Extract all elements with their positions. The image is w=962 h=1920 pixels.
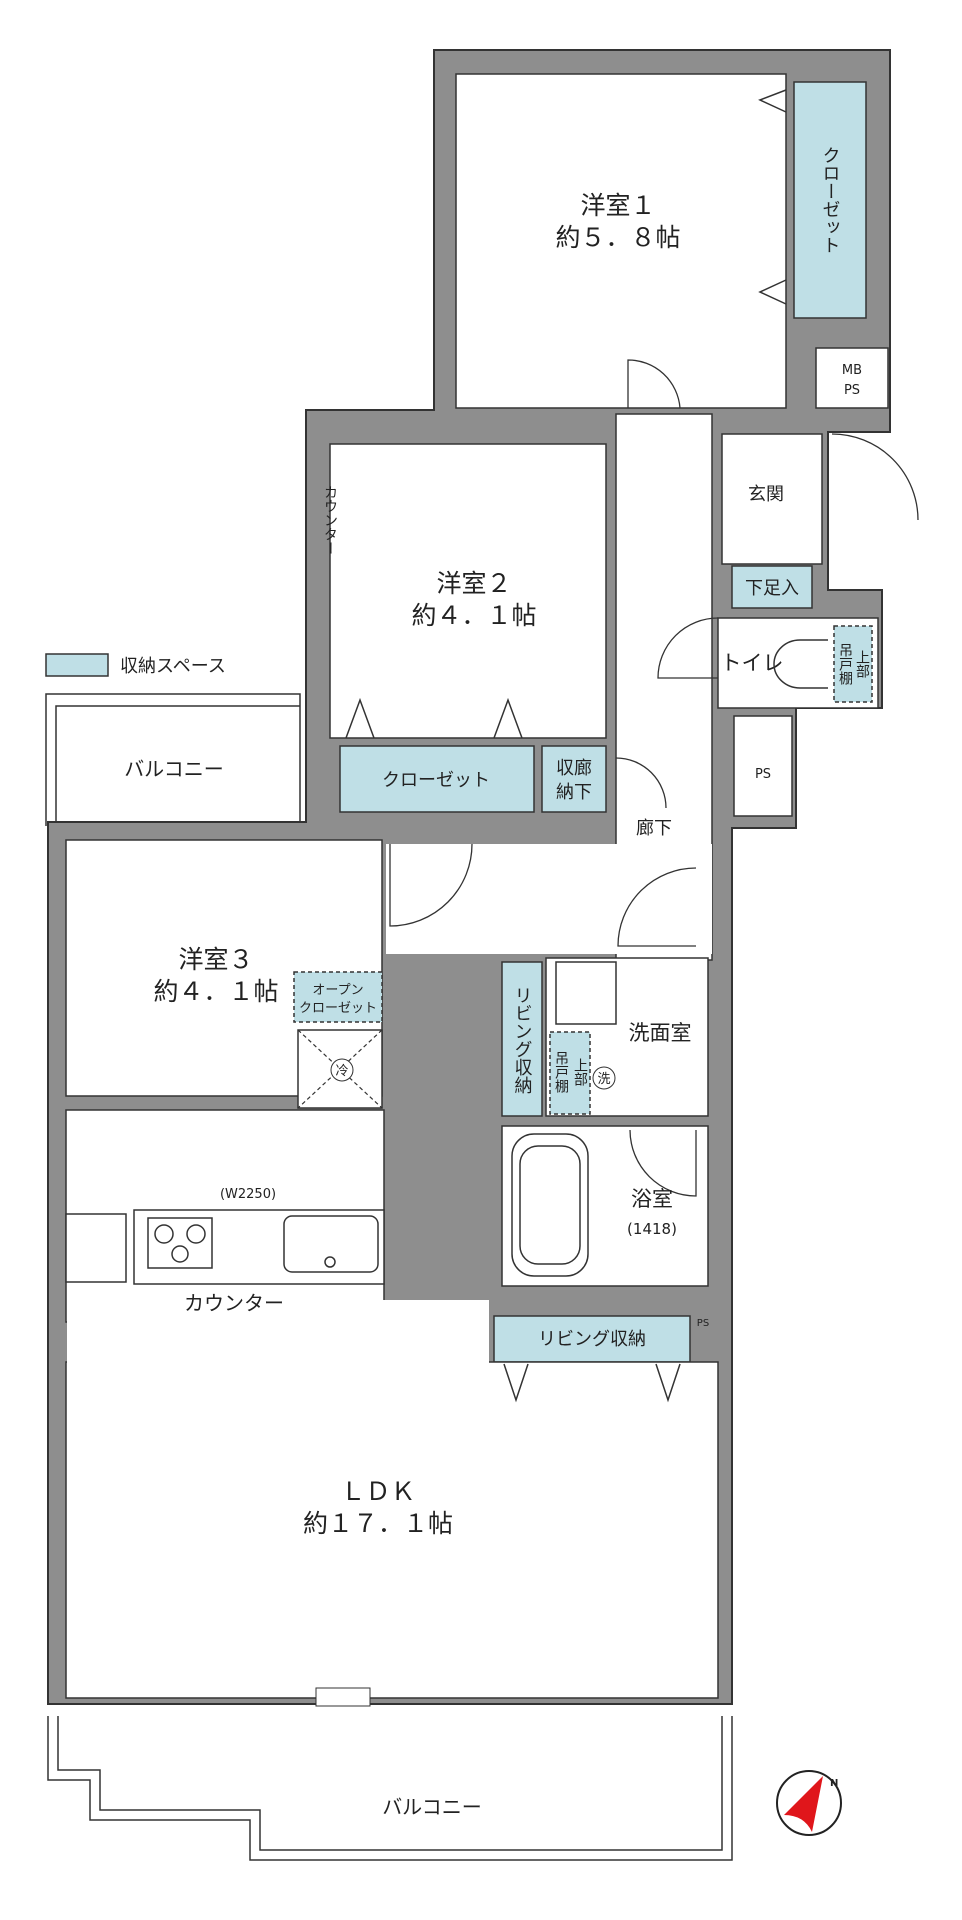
door-bath[interactable] — [629, 1129, 697, 1197]
shoe-storage-label: 下足入 — [745, 578, 799, 599]
door-room1[interactable] — [627, 359, 681, 409]
hallway-label: 廊下 — [636, 818, 672, 839]
door-hall-storage[interactable] — [615, 757, 667, 809]
ps-small-label: PS — [697, 1318, 709, 1329]
kitchen-width: (W2250) — [220, 1187, 276, 1202]
ldk-upper — [67, 1300, 489, 1364]
door-room3[interactable] — [389, 843, 473, 927]
balcony-lower: バルコニー — [47, 1716, 733, 1861]
room1-name: 洋室１ — [580, 191, 655, 220]
room3-name: 洋室３ — [178, 945, 253, 974]
room1-size: 約５．８帖 — [555, 223, 680, 252]
washroom-shelf-label: 吊戸棚 — [553, 1051, 569, 1093]
living-storage-horizontal-label: リビング収納 — [538, 1329, 646, 1350]
mbps-label-2: PS — [844, 383, 860, 398]
balcony-upper-label: バルコニー — [124, 757, 224, 781]
washroom-shelf — [549, 1031, 591, 1115]
bath-size: (1418) — [627, 1220, 677, 1238]
bathtub-icon — [511, 1133, 589, 1277]
washroom-label: 洗面室 — [629, 1021, 692, 1045]
closet-doors-room2 — [345, 697, 523, 739]
open-closet — [293, 971, 383, 1023]
washer-icon — [592, 1066, 616, 1090]
room-western-1 — [455, 73, 787, 409]
toilet-upper-label: 上部 — [854, 650, 870, 678]
ldk-name: ＬＤＫ — [340, 1477, 415, 1506]
bathtub-inner — [519, 1145, 581, 1265]
balcony-upper: バルコニー — [45, 693, 301, 826]
room2-counter-label: カウンター — [322, 485, 338, 555]
fridge-label: 冷 — [335, 1064, 348, 1079]
bath-label: 浴室 — [631, 1187, 673, 1211]
ldk-size: 約１７．１帖 — [303, 1509, 453, 1538]
kitchen-cabinet — [65, 1213, 127, 1283]
entrance — [721, 433, 823, 565]
balcony-lower-label: バルコニー — [382, 1795, 482, 1819]
front-door[interactable] — [831, 433, 919, 521]
ps-label: PS — [755, 767, 771, 782]
vanity — [555, 961, 617, 1025]
ldk — [65, 1361, 719, 1699]
mbps — [815, 347, 889, 409]
mbps-label-1: MB — [842, 363, 862, 378]
hallway-lower — [386, 844, 712, 954]
living-storage-horizontal — [493, 1315, 691, 1363]
compass-icon: N — [776, 1770, 842, 1836]
sink-icon — [283, 1215, 379, 1273]
entrance-label: 玄関 — [748, 484, 784, 505]
closet-doors-room1 — [758, 89, 787, 305]
room3-size: 約４．１帖 — [153, 977, 278, 1006]
open-closet-label-2: クローゼット — [299, 1001, 377, 1016]
hall-storage-label-2: 納下 — [556, 782, 592, 803]
toilet-bowl-icon — [773, 639, 828, 689]
washer-label: 洗 — [597, 1072, 610, 1087]
closet-room2 — [339, 745, 535, 813]
closet-room2-label: クローゼット — [382, 770, 490, 791]
toilet-label: トイレ — [721, 651, 784, 675]
open-closet-label-1: オープン — [312, 983, 363, 998]
ldk-window-sill — [315, 1687, 371, 1707]
compass-label: N — [830, 1778, 838, 1789]
room-western-2 — [329, 443, 607, 739]
living-storage-vertical — [501, 961, 543, 1117]
hall-storage — [541, 745, 607, 813]
stove-icon — [147, 1217, 213, 1269]
hall-storage-label-1: 収廊 — [556, 758, 592, 779]
room2-name: 洋室２ — [436, 569, 511, 598]
legend-label: 収納スペース — [120, 656, 226, 677]
ps-shaft — [733, 715, 793, 817]
living-storage-vertical-label: リビング収納 — [512, 986, 533, 1094]
washroom-upper-label: 上部 — [572, 1058, 588, 1086]
fridge-icon — [330, 1058, 354, 1082]
kitchen-counter-label: カウンター — [184, 1291, 284, 1315]
door-toilet[interactable] — [657, 617, 719, 679]
door-washroom[interactable] — [617, 867, 697, 947]
bathroom — [501, 1125, 709, 1287]
legend-swatch — [45, 653, 109, 677]
storage-doors-ldk — [503, 1363, 681, 1403]
closet-room1-label: クローゼット — [820, 146, 841, 254]
kitchen-counter — [133, 1209, 385, 1285]
toilet-shelf — [833, 625, 873, 703]
toilet-shelf-label: 吊戸棚 — [837, 643, 853, 685]
closet-room1 — [793, 81, 867, 319]
shoe-storage — [731, 565, 813, 609]
room2-size: 約４．１帖 — [411, 601, 536, 630]
